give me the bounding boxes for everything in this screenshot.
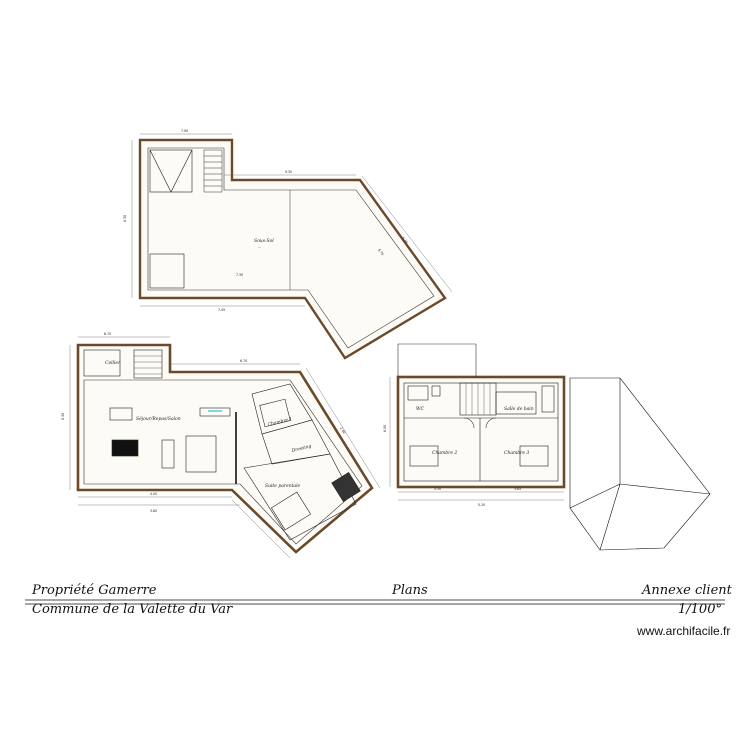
title-property: Propriété Gamerre [32, 583, 157, 598]
basement-dim-inner: 7.30 [236, 273, 243, 277]
room-label-chambre-1: Chambre 1 [267, 416, 293, 428]
ground-dim-upper: 6.70 [240, 359, 247, 363]
room-label-dressing: Dressing [290, 443, 312, 454]
basement-small-room [149, 253, 185, 289]
room-area-sous-sol: — [258, 245, 261, 249]
basement-void-cross [170, 149, 193, 193]
room-suite-parentale [243, 453, 357, 541]
room-label-chambre-2: Chambre 2 [432, 450, 457, 456]
ground-floor-plan [69, 336, 381, 559]
room-label-chambre-3: Chambre 3 [504, 450, 529, 456]
ground-dim-a: 4.00 [150, 492, 157, 496]
roof-outline [569, 377, 711, 551]
title-commune: Commune de la Valette du Var [32, 602, 233, 617]
upper-dim-height: 6.00 [383, 425, 387, 432]
roof-hip-3 [569, 483, 621, 509]
ground-dimension-lines [69, 336, 381, 559]
salle-de-bain-room [495, 391, 537, 415]
basement-plan [131, 133, 453, 360]
chambre2-bed [409, 445, 439, 467]
room-label-sejour: Séjour/Repas/Salon [136, 415, 181, 422]
upper-attic-outline [397, 343, 477, 377]
sejour-kitchen-counter [199, 407, 231, 417]
basement-stairs [203, 149, 223, 193]
chambre1-bed [259, 398, 291, 428]
upper-stair-steps [465, 383, 491, 415]
basement-dim-diag1: 5.30 [401, 236, 408, 244]
upper-door-arc [463, 417, 475, 429]
basement-inner-wall [147, 147, 435, 349]
ground-dim-b: 3.80 [150, 509, 157, 513]
room-label-wc: WC [416, 406, 425, 412]
room-label-suite: Suite parentale [265, 483, 301, 489]
roof-hip-2 [599, 483, 621, 551]
upper-dim-a: 3.30 [434, 487, 441, 491]
upper-bathtub [407, 385, 429, 401]
ground-stairs [133, 349, 163, 379]
roof-sketch [569, 377, 711, 551]
sejour-armchair [161, 439, 175, 469]
ground-dim-c: 2.60 [339, 426, 346, 434]
ground-outer-wall [76, 343, 374, 554]
ground-dim-left: 8.30 [61, 413, 65, 420]
basement-dim-diag2: 6.70 [377, 248, 384, 256]
ground-inner-wall [83, 379, 363, 545]
basement-dim-top: 7.90 [181, 129, 188, 133]
upper-door-arc-2 [485, 417, 497, 429]
suite-bathroom [331, 471, 361, 503]
watermark: www.archifacile.fr [637, 624, 731, 638]
basement-dimension-lines [131, 133, 453, 307]
ground-stair-steps [134, 355, 162, 375]
sejour-sofa [109, 407, 133, 421]
sejour-rug [185, 435, 217, 473]
basement-dim-strip: 9.30 [285, 170, 292, 174]
room-label-salle-de-bain: Salle de bain [504, 406, 534, 412]
ground-dim-top: 8.70 [104, 332, 111, 336]
title-block-lines [25, 599, 725, 605]
basement-void-cross [149, 149, 172, 193]
chambre3-bed [519, 445, 549, 467]
ground-entry-room [83, 349, 121, 377]
roof-hip-1 [619, 483, 711, 495]
upper-floor-plan [389, 343, 566, 501]
upper-dim-b: 3.85 [514, 487, 521, 491]
upper-storage [541, 385, 555, 413]
upper-outer-wall [396, 375, 566, 489]
upper-dim-width: 5.20 [478, 503, 485, 507]
title-annex: Annexe client [642, 583, 732, 598]
room-label-cellier: Cellier [105, 360, 121, 366]
basement-dim-left: 8.30 [123, 215, 127, 222]
upper-dimension-lines [389, 377, 564, 501]
basement-dim-bottom: 7.45 [218, 308, 225, 312]
suite-bed [270, 491, 312, 531]
sejour-dining-table [111, 439, 139, 457]
room-label-sous-sol: Sous-Sol [254, 238, 274, 244]
title-scale: 1/100° [678, 602, 722, 617]
upper-wc-fixture [431, 385, 441, 397]
title-sheet: Plans [392, 583, 428, 598]
basement-outer-wall [138, 138, 447, 360]
